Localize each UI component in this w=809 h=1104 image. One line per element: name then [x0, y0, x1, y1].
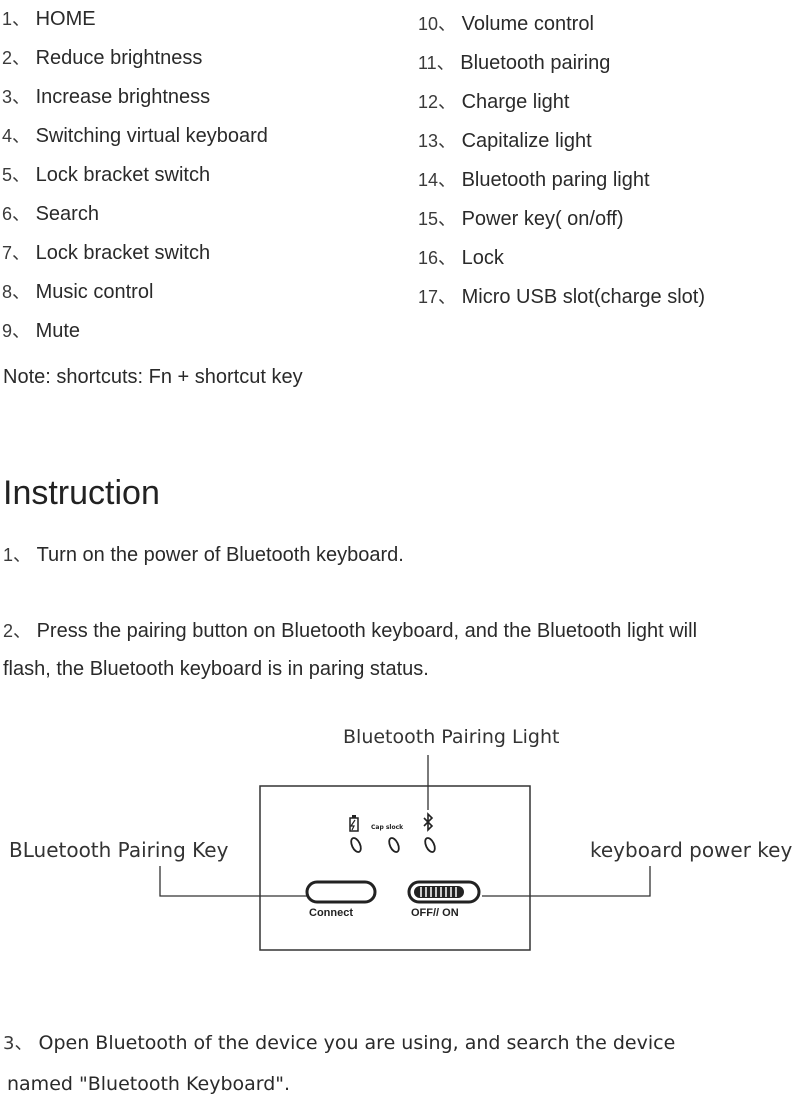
instruction-heading: Instruction	[3, 474, 160, 512]
legend-item: 10、 Volume control	[418, 5, 705, 44]
step-text: Turn on the power of Bluetooth keyboard.	[36, 544, 404, 566]
legend-item: 15、 Power key( on/off)	[418, 200, 705, 239]
step-number: 3、	[3, 1033, 33, 1054]
legend-item: 2、 Reduce brightness	[2, 39, 268, 78]
legend-label: Lock	[461, 247, 504, 269]
bluetooth-led	[424, 837, 436, 853]
step-number: 2、	[3, 621, 32, 641]
legend-item: 8、 Music control	[2, 273, 268, 312]
legend-number: 2、	[2, 48, 31, 68]
legend-label: Charge light	[461, 91, 570, 113]
legend-number: 17、	[418, 287, 457, 307]
step-text-line-1: Open Bluetooth of the device you are usi…	[38, 1032, 676, 1054]
switch-label: OFF// ON	[411, 907, 459, 919]
legend-item: 12、 Charge light	[418, 83, 705, 122]
legend-number: 10、	[418, 14, 457, 34]
legend-label: Power key( on/off)	[461, 208, 624, 230]
key-leader-line	[159, 866, 307, 897]
legend-label: Volume control	[461, 13, 594, 35]
legend-item: 6、 Search	[2, 195, 268, 234]
caps-lock-led	[388, 837, 400, 853]
legend-label: Increase brightness	[35, 86, 211, 108]
legend-label: Lock bracket switch	[35, 164, 211, 186]
legend-number: 9、	[2, 321, 31, 341]
label-keyboard-power-key: keyboard power key	[590, 838, 793, 862]
connect-button[interactable]	[305, 880, 377, 904]
legend-item: 5、 Lock bracket switch	[2, 156, 268, 195]
legend-number: 7、	[2, 243, 31, 263]
legend-item: 1、 HOME	[2, 0, 268, 39]
legend-item: 11、 Bluetooth pairing	[418, 44, 705, 83]
label-bluetooth-pairing-light: Bluetooth Pairing Light	[343, 726, 560, 748]
battery-charge-icon	[349, 815, 359, 832]
legend-number: 15、	[418, 209, 457, 229]
legend-number: 14、	[418, 170, 457, 190]
legend-label: Music control	[35, 281, 154, 303]
charge-led	[350, 837, 362, 853]
instruction-step-3: 3、 Open Bluetooth of the device you are …	[3, 1023, 675, 1104]
legend-label: Reduce brightness	[35, 47, 203, 69]
legend-item: 9、 Mute	[2, 312, 268, 351]
legend-right-column: 10、 Volume control 11、 Bluetooth pairing…	[418, 5, 705, 317]
legend-item: 7、 Lock bracket switch	[2, 234, 268, 273]
cap-slock-label: Cap slock	[371, 824, 404, 831]
legend-left-column: 1、 HOME 2、 Reduce brightness 3、 Increase…	[2, 0, 268, 351]
legend-number: 1、	[2, 9, 31, 29]
legend-number: 12、	[418, 92, 457, 112]
legend-label: Micro USB slot(charge slot)	[461, 286, 705, 308]
legend-item: 17、 Micro USB slot(charge slot)	[418, 278, 705, 317]
shortcut-note: Note: shortcuts: Fn + shortcut key	[3, 366, 303, 388]
connect-label: Connect	[309, 907, 353, 919]
step-number: 1、	[3, 545, 32, 565]
legend-number: 16、	[418, 248, 457, 268]
legend-label: Bluetooth pairing	[460, 52, 611, 74]
instruction-step-1: 1、 Turn on the power of Bluetooth keyboa…	[3, 536, 404, 574]
legend-item: 4、 Switching virtual keyboard	[2, 117, 268, 156]
legend-item: 14、 Bluetooth paring light	[418, 161, 705, 200]
legend-item: 3、 Increase brightness	[2, 78, 268, 117]
step-text-line-2: named "Bluetooth Keyboard".	[7, 1073, 291, 1095]
power-leader-line	[482, 866, 651, 897]
legend-label: HOME	[35, 8, 96, 30]
legend-number: 4、	[2, 126, 31, 146]
legend-label: Capitalize light	[461, 130, 592, 152]
bluetooth-icon	[423, 812, 434, 832]
legend-number: 3、	[2, 87, 31, 107]
legend-label: Bluetooth paring light	[461, 169, 650, 191]
legend-label: Lock bracket switch	[35, 242, 211, 264]
step-text-line-1: Press the pairing button on Bluetooth ke…	[36, 620, 698, 642]
label-bluetooth-pairing-key: BLuetooth Pairing Key	[9, 838, 229, 862]
legend-number: 8、	[2, 282, 31, 302]
legend-number: 11、	[418, 53, 455, 73]
legend-number: 6、	[2, 204, 31, 224]
legend-label: Mute	[35, 320, 81, 342]
legend-label: Search	[35, 203, 99, 225]
instruction-step-2: 2、 Press the pairing button on Bluetooth…	[3, 612, 697, 688]
legend-number: 13、	[418, 131, 457, 151]
legend-item: 13、 Capitalize light	[418, 122, 705, 161]
legend-number: 5、	[2, 165, 31, 185]
legend-label: Switching virtual keyboard	[35, 125, 268, 147]
step-text-line-2: flash, the Bluetooth keyboard is in pari…	[3, 658, 429, 680]
power-switch[interactable]	[407, 880, 481, 904]
panel-frame	[259, 785, 531, 951]
legend-item: 16、 Lock	[418, 239, 705, 278]
